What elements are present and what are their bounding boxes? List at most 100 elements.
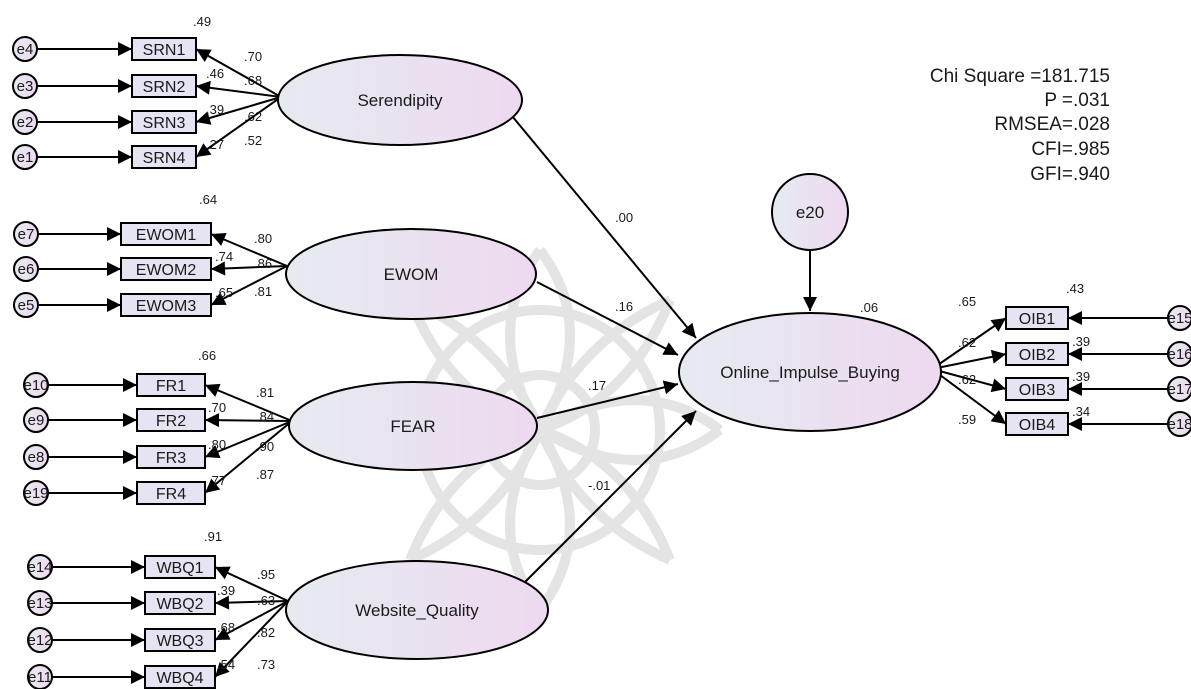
indicator-r2-top: .64 xyxy=(199,192,217,207)
error-e20-label: e20 xyxy=(796,203,824,222)
loading-arrow xyxy=(204,383,293,422)
fit-p-value: P =.031 xyxy=(1044,90,1110,111)
indicator-r2: .39 xyxy=(217,583,235,598)
error-label: e4 xyxy=(17,41,34,58)
loading-arrow xyxy=(931,317,1007,370)
loading-arrow xyxy=(204,420,293,494)
indicator-label: OIB4 xyxy=(1019,417,1056,434)
indicator-box xyxy=(136,373,206,397)
indicator-r2: .34 xyxy=(1072,404,1090,419)
loading-arrow xyxy=(931,368,1007,425)
loading-arrow xyxy=(214,600,289,678)
error-label: e17 xyxy=(1167,381,1191,398)
indicator-box xyxy=(131,37,197,61)
indicator-label: OIB1 xyxy=(1019,311,1056,328)
loading-arrow xyxy=(214,600,289,641)
error-e20: e20 xyxy=(771,173,849,251)
fit-rmsea: RMSEA=.028 xyxy=(994,114,1110,135)
indicator-r2-top: .43 xyxy=(1066,281,1084,296)
indicator-box xyxy=(144,591,216,615)
indicator-label: SRN2 xyxy=(143,79,186,96)
indicator-label: FR1 xyxy=(156,378,186,395)
indicator-r2-top: .91 xyxy=(204,529,222,544)
loading-arrow xyxy=(195,96,282,158)
indicator-label: WBQ1 xyxy=(156,560,203,577)
indicator-box xyxy=(136,408,206,432)
indicator-group-0: .49e4SRN1.70e3SRN2.68.46e2SRN3.62.39e1SR… xyxy=(12,14,282,170)
loading-value: .65 xyxy=(958,294,976,309)
loading-value: .68 xyxy=(244,73,262,88)
indicator-label: SRN1 xyxy=(143,42,186,59)
latent-website-quality-label: Website_Quality xyxy=(355,601,479,620)
indicator-r2-top: .66 xyxy=(198,348,216,363)
loading-arrow xyxy=(931,349,1007,370)
fit-gfi: GFI=.940 xyxy=(1030,164,1110,185)
structural-paths xyxy=(511,115,817,584)
indicator-label: FR2 xyxy=(156,413,186,430)
latent-serendipity: Serendipity xyxy=(277,54,523,146)
loading-value: .62 xyxy=(958,335,976,350)
loading-value: .84 xyxy=(256,409,274,424)
error-label: e19 xyxy=(23,485,48,502)
loading-value: .63 xyxy=(257,593,275,608)
error-label: e12 xyxy=(27,632,52,649)
loading-value: .62 xyxy=(958,372,976,387)
indicator-box xyxy=(1005,342,1069,366)
indicator-r2: .39 xyxy=(1072,334,1090,349)
indicator-label: WBQ2 xyxy=(156,596,203,613)
latent-fear-label: FEAR xyxy=(390,417,435,436)
indicator-r2: .39 xyxy=(1072,369,1090,384)
indicator-box xyxy=(131,145,197,169)
loading-arrow xyxy=(210,232,288,267)
indicator-label: FR4 xyxy=(156,486,186,503)
indicator-box xyxy=(120,293,212,317)
loading-arrow xyxy=(204,413,293,428)
path-ewom-to-oib xyxy=(536,281,679,356)
path-coef-ewom: .16 xyxy=(615,299,633,314)
indicator-box xyxy=(136,481,206,505)
loading-value: .81 xyxy=(256,385,274,400)
latent-ewom-label: EWOM xyxy=(384,265,439,284)
loading-arrow xyxy=(214,566,289,602)
error-label: e7 xyxy=(18,226,35,243)
indicator-box xyxy=(144,665,216,689)
loading-arrow xyxy=(931,368,1007,393)
indicator-label: FR3 xyxy=(156,450,186,467)
path-fear-to-oib xyxy=(536,380,679,419)
indicator-label: WBQ3 xyxy=(156,633,203,650)
indicator-group-4: .43e15OIB1.65e16OIB2.62.39e17OIB3.62.39e… xyxy=(931,281,1191,437)
error-label: e5 xyxy=(18,297,35,314)
loading-arrow xyxy=(214,595,289,610)
loading-value: .80 xyxy=(254,231,272,246)
error-label: e13 xyxy=(27,595,52,612)
latent-serendipity-label: Serendipity xyxy=(357,91,443,110)
loading-value: .59 xyxy=(958,412,976,427)
latent-website-quality: Website_Quality xyxy=(285,560,549,660)
oib-r-squared: .06 xyxy=(860,300,878,315)
indicator-r2: .70 xyxy=(208,400,226,415)
indicator-r2: .27 xyxy=(206,137,224,152)
error-label: e16 xyxy=(1167,346,1191,363)
error-label: e3 xyxy=(17,78,34,95)
error-label: e14 xyxy=(27,559,52,576)
indicator-label: OIB3 xyxy=(1019,382,1056,399)
error-label: e9 xyxy=(28,412,45,429)
loading-arrow xyxy=(210,265,288,306)
error-label: e18 xyxy=(1167,416,1191,433)
path-coefficients: .00 .16 .17 -.01 .06 xyxy=(588,210,878,493)
indicator-box xyxy=(120,222,212,246)
loading-value: .81 xyxy=(254,284,272,299)
loading-value: .82 xyxy=(257,625,275,640)
indicator-r2-top: .49 xyxy=(193,14,211,29)
indicator-box xyxy=(1005,306,1069,330)
error-label: e10 xyxy=(23,377,48,394)
error-label: e8 xyxy=(28,449,45,466)
error-label: e1 xyxy=(17,149,34,166)
latent-online-impulse-buying: Online_Impulse_Buying xyxy=(678,312,942,432)
loading-arrow xyxy=(195,48,282,98)
fit-chi-square: Chi Square =181.715 xyxy=(930,66,1110,87)
loading-arrow xyxy=(195,80,282,98)
